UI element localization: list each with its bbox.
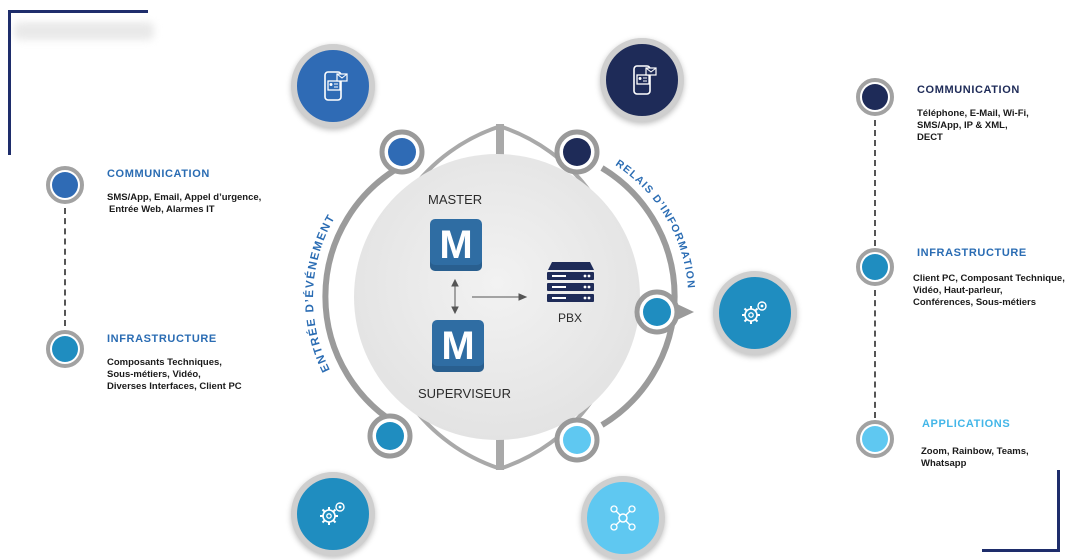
frame-corner-top-left	[8, 10, 148, 13]
master-logo: M	[430, 219, 482, 271]
superviseur-logo: M	[432, 320, 484, 372]
frame-corner-bottom-right	[982, 549, 1060, 552]
right-connector-line-1	[874, 120, 876, 246]
superviseur-label: SUPERVISEUR	[418, 386, 511, 401]
top-right-icon-circle	[600, 38, 684, 122]
gears-icon	[742, 301, 767, 324]
gears-icon	[320, 502, 345, 525]
arrow-to-pbx	[472, 293, 528, 301]
left-communication-title: COMMUNICATION	[107, 168, 210, 180]
server-icon	[547, 262, 594, 302]
connector-dot-right	[634, 289, 694, 335]
right-communication-title: COMMUNICATION	[917, 84, 1020, 96]
top-left-icon-circle	[291, 44, 375, 128]
double-arrow	[451, 278, 459, 315]
right-icon-circle	[713, 271, 797, 355]
master-label: MASTER	[428, 192, 483, 207]
left-infrastructure-title: INFRASTRUCTURE	[107, 333, 217, 345]
frame-corner-top-left-vertical	[8, 10, 11, 155]
left-connector-line	[64, 208, 66, 326]
bottom-right-icon-circle	[581, 476, 665, 560]
left-infrastructure-text: Composants Techniques, Sous-métiers, Vid…	[107, 357, 242, 392]
decorative-shadow	[14, 22, 154, 40]
right-communication-dot	[856, 78, 894, 116]
right-applications-title: APPLICATIONS	[922, 418, 1011, 430]
inner-arc-left	[322, 165, 400, 428]
frame-corner-bottom-right-vertical	[1057, 470, 1060, 552]
network-people-icon	[610, 505, 636, 531]
right-connector-line-2	[874, 290, 876, 418]
left-communication-dot	[46, 166, 84, 204]
left-communication-text: SMS/App, Email, Appel d’urgence, Entrée …	[107, 192, 262, 215]
bottom-left-icon-circle	[291, 472, 375, 556]
right-applications-text: Zoom, Rainbow, Teams, Whatsapp	[921, 446, 1029, 469]
right-applications-dot	[856, 420, 894, 458]
right-infrastructure-dot	[856, 248, 894, 286]
connector-dot-top-right	[554, 129, 600, 175]
right-communication-text: Téléphone, E-Mail, Wi-Fi, SMS/App, IP & …	[917, 108, 1029, 143]
connector-dot-bottom-right	[554, 417, 600, 463]
phone-contact-icon	[324, 71, 348, 101]
connector-dot-top-left	[379, 129, 425, 175]
phone-contact-icon	[633, 65, 657, 95]
right-infrastructure-text: Client PC, Composant Technique, Vidéo, H…	[913, 273, 1065, 308]
connector-dot-bottom-left	[367, 413, 413, 459]
inner-arc-right	[600, 165, 678, 428]
pbx-label: PBX	[558, 311, 583, 325]
right-infrastructure-title: INFRASTRUCTURE	[917, 247, 1027, 259]
left-infrastructure-dot	[46, 330, 84, 368]
